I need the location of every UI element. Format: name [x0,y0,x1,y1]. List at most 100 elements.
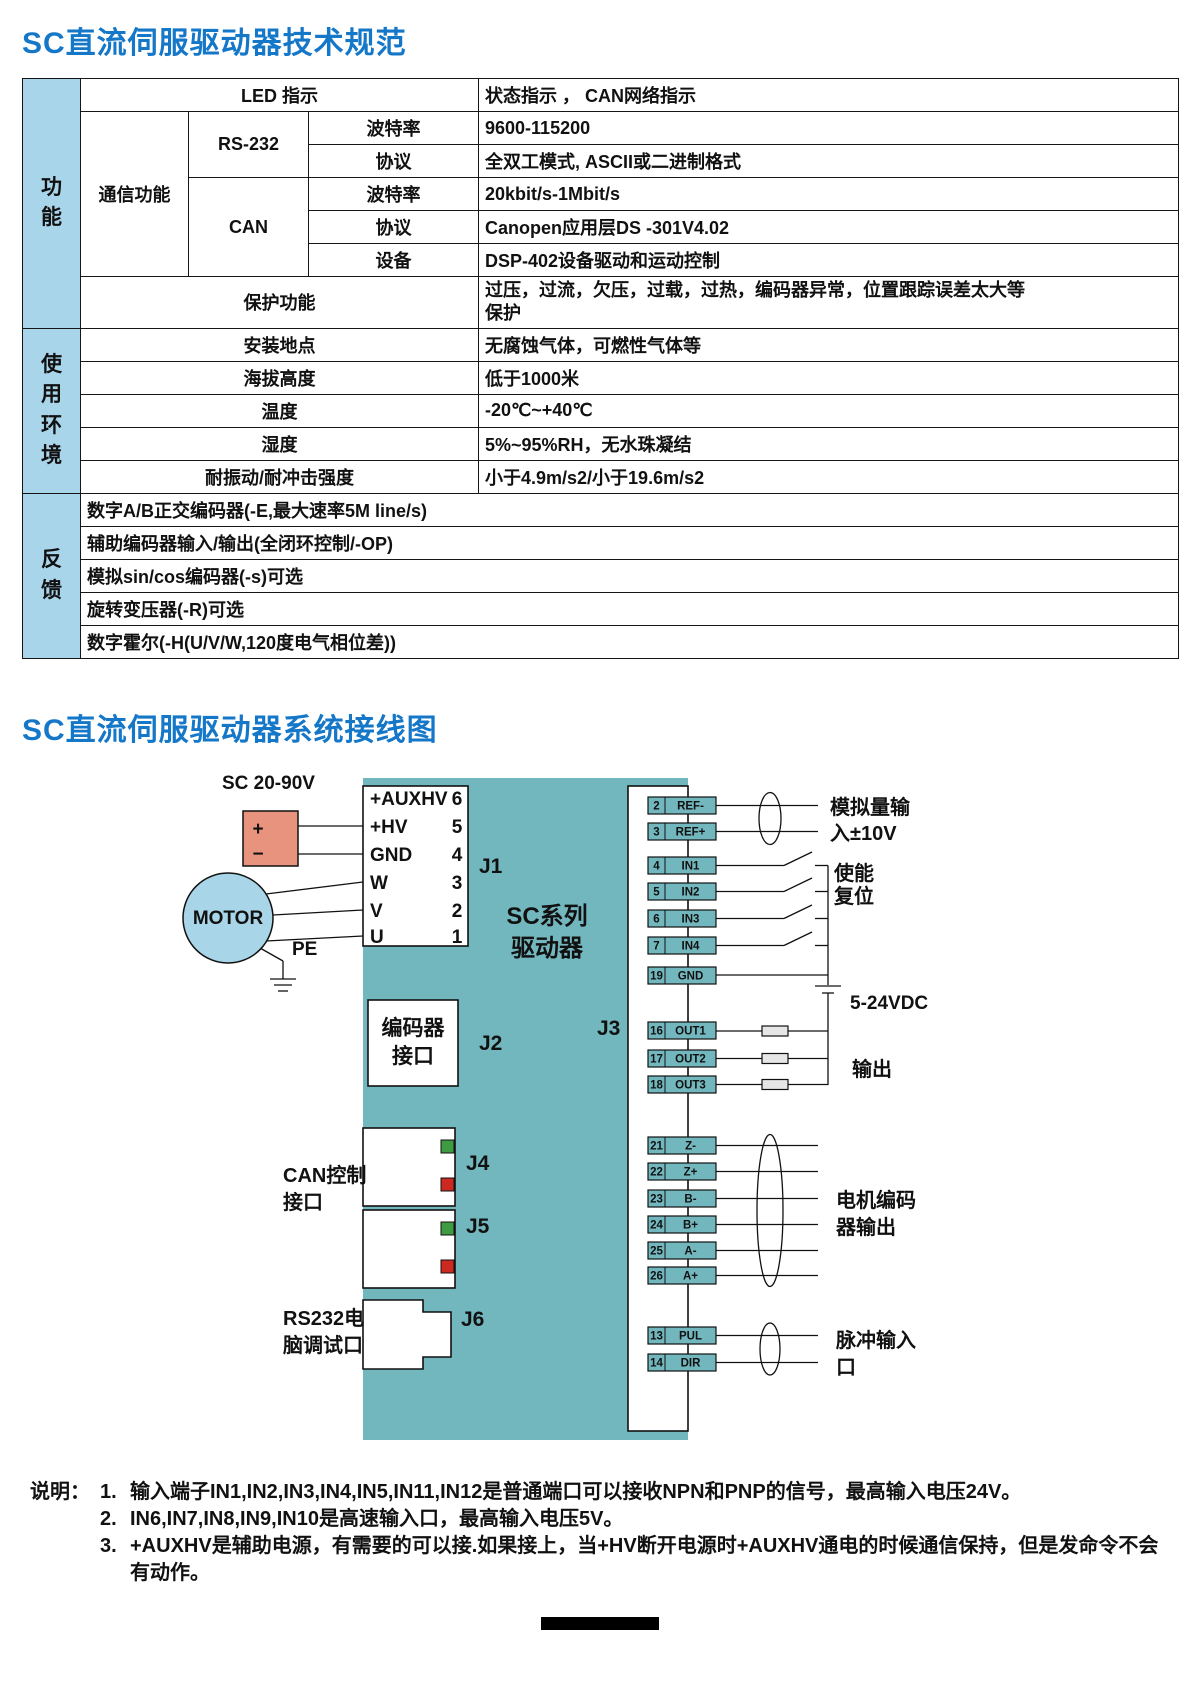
j1-pin-name: V [370,901,383,922]
wiring-diagram-canvas: SC系列 驱动器 J3 [182,773,928,1440]
cell-env-value: 无腐蚀气体，可燃性气体等 [478,327,1179,362]
out1-resistor [761,1025,789,1037]
terminal-dir: 14 DIR [647,1353,717,1372]
wiring-diagram: SC系列 驱动器 J3 [170,763,1180,1455]
cell-env-label: 海拔高度 [80,360,479,395]
svg-text:OUT1: OUT1 [675,1025,706,1037]
terminal-b-minus: 23 B- [647,1189,717,1208]
svg-text:23: 23 [650,1193,663,1205]
cell-rs232-label: RS-232 [188,111,309,178]
cell-protect-value: 过压，过流，欠压，过载，过热，编码器异常，位置跟踪误差太大等保护 [478,276,1179,329]
output-annotation: 输出 [852,1057,892,1081]
table-row: 功能 LED 指示 状态指示 ， CAN网络指示 [22,78,1179,329]
cell-category-function: 功能 [22,78,81,329]
svg-text:17: 17 [650,1053,663,1065]
cell-feedback: 旋转变压器(-R)可选 [80,591,1179,626]
pulse-input-annotation-line1: 脉冲输入 [835,1328,916,1352]
svg-text:19: 19 [650,970,663,982]
svg-text:Z+: Z+ [684,1166,698,1178]
table-row: 湿度 5%~95%RH，无水珠凝结 [23,426,1179,461]
motor-label: MOTOR [193,908,264,929]
j1-pin-number: 6 [452,789,463,810]
analog-input-annotation-line1: 模拟量输 [830,795,911,819]
svg-text:DIR: DIR [681,1357,702,1369]
svg-text:13: 13 [650,1330,663,1342]
note-number: 1. [100,1480,117,1503]
table-row: 反馈 数字A/B正交编码器(-E,最大速率5M line/s) [22,492,1179,659]
j4-label: J4 [466,1152,490,1175]
svg-text:7: 7 [653,940,659,952]
cell-feedback: 数字A/B正交编码器(-E,最大速率5M line/s) [80,492,1179,527]
j4-green-led [440,1139,455,1154]
svg-text:16: 16 [650,1025,663,1037]
note-text: IN6,IN7,IN8,IN9,IN10是高速输入口，最高输入电压5V。 [130,1507,624,1530]
driver-label-line1: SC系列 [506,903,587,930]
svg-text:26: 26 [650,1270,663,1282]
note-number: 2. [100,1507,117,1530]
j4-red-led [440,1177,455,1192]
cell-rs232-proto-value: 全双工模式, ASCII或二进制格式 [478,144,1179,178]
j3-label: J3 [597,1017,620,1040]
reset-annotation: 复位 [833,884,874,908]
cell-feedback: 数字霍尔(-H(U/V/W,120度电气相位差)) [80,624,1179,659]
encoder-port-label-line1: 编码器 [382,1016,446,1040]
wire-layer [259,791,841,1376]
j4-connector [362,1126,456,1207]
svg-text:IN2: IN2 [682,886,700,898]
svg-text:21: 21 [650,1140,663,1152]
svg-text:25: 25 [650,1245,663,1257]
note-text: +AUXHV是辅助电源，有需要的可以接.如果接上，当+HV断开电源时+AUXHV… [130,1534,1159,1584]
svg-text:REF+: REF+ [676,826,706,838]
cell-protect-label: 保护功能 [80,276,479,329]
driver-label-line2: 驱动器 [511,935,584,962]
j1-pin-name: W [370,873,388,894]
svg-text:4: 4 [653,860,660,872]
motor-encoder-annotation-line2: 器输出 [835,1215,896,1239]
analog-input-annotation-line2: 入±10V [830,822,897,845]
svg-text:IN3: IN3 [682,913,700,925]
j1-pin-number: 3 [452,873,463,894]
table-row: CAN 波特率 20kbit/s-1Mbit/s [23,177,1179,277]
terminal-in4: 7 IN4 [647,936,717,955]
note-number: 3. [100,1534,117,1557]
cell-rs232-proto-label: 协议 [308,144,479,178]
svg-text:18: 18 [650,1079,663,1091]
cell-rs232-baud-value: 9600-115200 [478,111,1179,145]
table-row: 辅助编码器输入/输出(全闭环控制/-OP) [23,525,1179,560]
table-row: 协议 Canopen应用层DS -301V4.02 [23,210,1179,244]
j6-label: J6 [461,1308,484,1331]
table-row: 耐振动/耐冲击强度 小于4.9m/s2/小于19.6m/s2 [23,459,1179,494]
svg-text:A-: A- [684,1245,696,1257]
table-row: 模拟sin/cos编码器(-s)可选 [23,558,1179,593]
j1-pin-number: 5 [452,817,463,838]
svg-text:22: 22 [650,1166,663,1178]
svg-text:OUT2: OUT2 [675,1053,706,1065]
cell-can-dev-label: 设备 [308,243,479,277]
out2-resistor [761,1052,789,1064]
svg-text:B+: B+ [683,1219,698,1231]
cell-can-baud-value: 20kbit/s-1Mbit/s [478,177,1179,211]
cell-category-feedback: 反馈 [22,492,81,659]
cell-env-value: -20℃~+40℃ [478,393,1179,428]
j1-pin-name: +HV [370,817,408,838]
note-item: 1. 输入端子IN1,IN2,IN3,IN4,IN5,IN11,IN12是普通端… [100,1479,1170,1506]
cell-led-value: 状态指示 ， CAN网络指示 [478,78,1179,112]
svg-text:PUL: PUL [679,1330,702,1342]
power-supply-label: SC 20-90V [222,773,315,794]
vdc-annotation: 5-24VDC [850,993,928,1014]
power-supply-box [242,810,299,867]
pe-label: PE [292,939,317,960]
j1-pin-name: GND [370,845,412,866]
svg-text:14: 14 [650,1357,663,1369]
svg-text:IN4: IN4 [682,940,701,952]
j6-connector [362,1298,452,1370]
cell-env-label: 安装地点 [80,327,479,362]
j2-encoder-box [367,998,459,1087]
svg-text:B-: B- [684,1193,696,1205]
encoder-port-label-line2: 接口 [392,1045,434,1068]
